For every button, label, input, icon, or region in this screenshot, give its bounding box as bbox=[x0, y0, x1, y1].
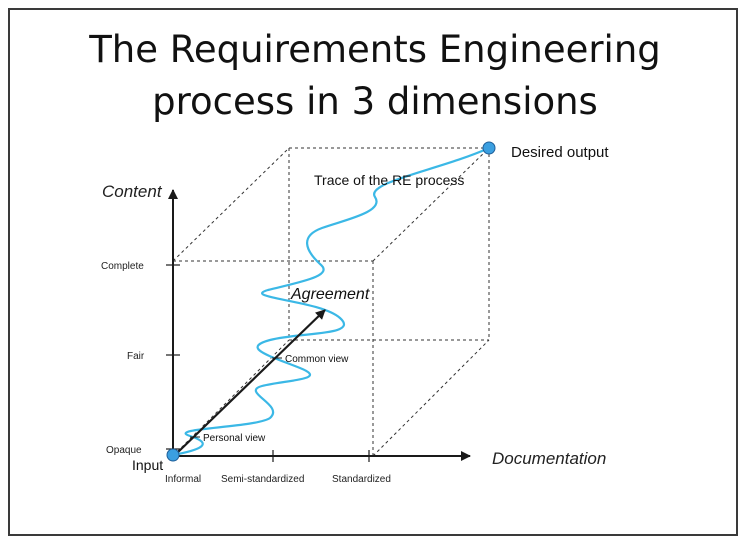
slide-frame bbox=[8, 8, 738, 536]
common-view-label: Common view bbox=[285, 354, 349, 365]
cube-edge bbox=[172, 147, 290, 262]
input-node bbox=[166, 448, 180, 462]
desired-output-node bbox=[482, 141, 496, 155]
content-tick-label-fair: Fair bbox=[127, 351, 145, 362]
documentation-tick-label-standardized: Standardized bbox=[332, 474, 391, 485]
cube-edge bbox=[372, 147, 490, 262]
slide-title: The Requirements Engineering process in … bbox=[0, 24, 750, 128]
personal-view-label: Personal view bbox=[203, 433, 266, 444]
axes bbox=[166, 189, 471, 462]
documentation-axis-label: Documentation bbox=[492, 449, 606, 468]
desired-output-label: Desired output bbox=[511, 144, 609, 161]
cube-wireframe bbox=[172, 147, 490, 457]
slide-title-line-1: The Requirements Engineering bbox=[89, 28, 661, 71]
documentation-tick-label-informal: Informal bbox=[165, 474, 201, 485]
cube-edge bbox=[372, 339, 490, 457]
re-process-trace bbox=[172, 146, 490, 457]
content-tick-label-complete: Complete bbox=[101, 261, 144, 272]
trace-label: Trace of the RE process bbox=[314, 172, 464, 188]
documentation-tick-label-semi-standardized: Semi-standardized bbox=[221, 474, 304, 485]
content-axis-label: Content bbox=[102, 182, 163, 201]
slide-title-line-2: process in 3 dimensions bbox=[152, 80, 598, 123]
content-tick-label-opaque: Opaque bbox=[106, 445, 142, 456]
input-label: Input bbox=[132, 457, 163, 473]
agreement-label: Agreement bbox=[290, 286, 370, 303]
agreement-arrow bbox=[174, 309, 326, 456]
